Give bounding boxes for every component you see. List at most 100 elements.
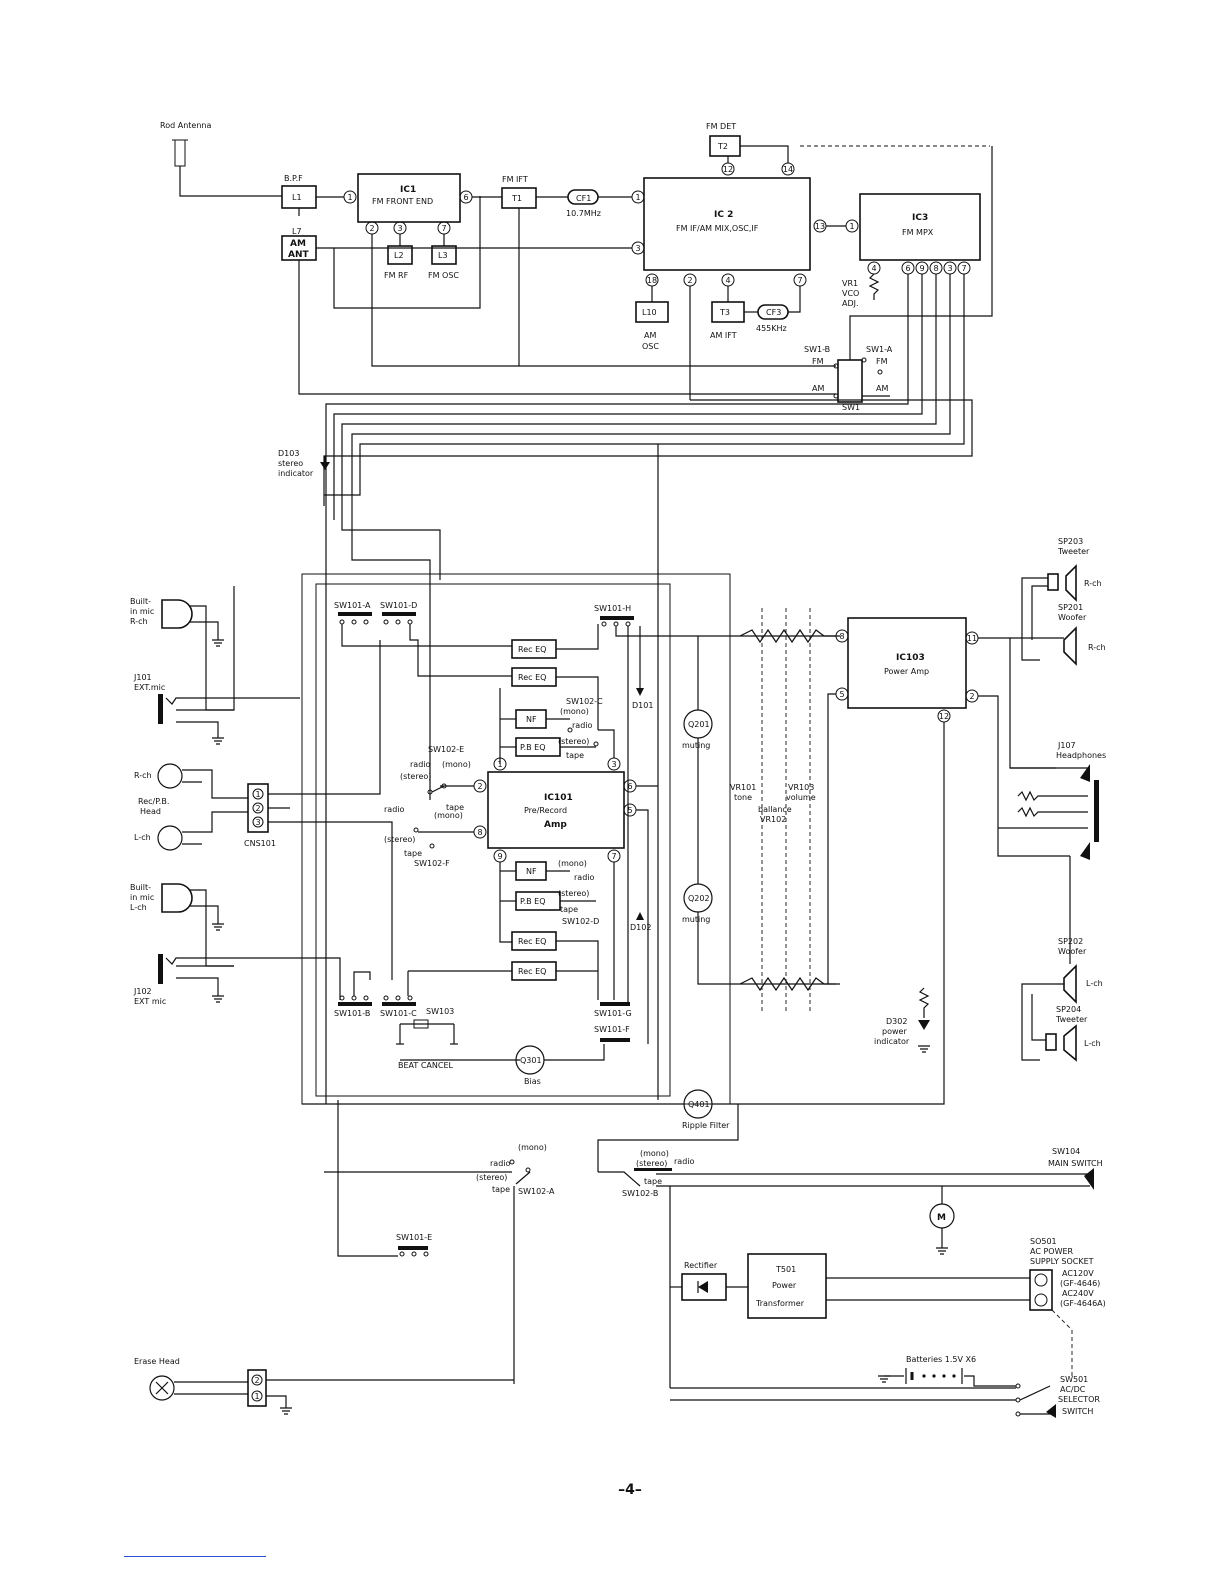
sw101-a-d: SW101-A SW101-D xyxy=(334,601,512,677)
sw1-label: SW1 xyxy=(842,403,860,412)
svg-text:3: 3 xyxy=(397,224,402,233)
sw101b-label: SW101-B xyxy=(334,1009,370,1018)
sw102d-label: SW102-D xyxy=(562,917,599,926)
radio-label-5: radio xyxy=(490,1159,510,1168)
motor: M xyxy=(929,1186,955,1248)
svg-text:14: 14 xyxy=(783,165,793,174)
ripple-filter-label: Ripple Filter xyxy=(682,1121,730,1130)
ic101: IC101 Pre/Record Amp 1 3 2 8 6 5 9 7 xyxy=(440,729,658,1044)
svg-text:8: 8 xyxy=(933,264,938,273)
mic-r-label-1: Built- xyxy=(130,597,151,606)
cf3-label: CF3 xyxy=(766,308,781,317)
svg-text:11: 11 xyxy=(967,634,977,643)
mic-r-label-2: in mic xyxy=(130,607,154,616)
t501-label-1: T501 xyxy=(775,1265,796,1274)
rec-eq-label-3: Rec EQ xyxy=(518,937,546,946)
fm-ift-t1: FM IFT T1 CF1 10.7MHz 1 xyxy=(472,175,645,366)
stereo-label-1: (stereo) xyxy=(558,737,589,746)
j107-label-2: Headphones xyxy=(1056,751,1106,760)
batteries-label: Batteries 1.5V X6 xyxy=(906,1355,976,1364)
j102-label-2: EXT mic xyxy=(134,997,166,1006)
gf4646-label: (GF-4646) xyxy=(1060,1279,1100,1288)
sw102b-label: SW102-B xyxy=(622,1189,658,1198)
sw103-label: SW103 xyxy=(426,1007,454,1016)
beat-cancel-label: BEAT CANCEL xyxy=(398,1061,454,1070)
q401-ripple-filter: Q401 Ripple Filter xyxy=(302,1089,760,1172)
sw101f-label: SW101-F xyxy=(594,1025,630,1034)
rectifier-label: Rectifier xyxy=(684,1261,718,1270)
vr1-label-1: VR1 xyxy=(842,279,858,288)
rec-eq-bottom: Rec EQ Rec EQ xyxy=(408,862,615,1000)
svg-text:1: 1 xyxy=(497,760,502,769)
sw501-ac-dc-selector: SW501 AC/DC SELECTOR SWITCH xyxy=(670,1375,1100,1418)
mono-label-5: (mono) xyxy=(518,1143,547,1152)
am-osc-label-1: AM xyxy=(644,331,656,340)
sw102a-label: SW102-A xyxy=(518,1187,555,1196)
d103-stereo-indicator: D103 stereo indicator xyxy=(278,449,330,478)
r-ch-label: R-ch xyxy=(134,771,152,780)
d101-label: D101 xyxy=(632,701,653,710)
svg-text:2: 2 xyxy=(969,692,974,701)
j107-label-1: J107 xyxy=(1057,741,1076,750)
rec-eq-label-4: Rec EQ xyxy=(518,967,546,976)
r-ch-label-1: R-ch xyxy=(1084,579,1102,588)
svg-text:2: 2 xyxy=(255,804,260,813)
svg-text:7: 7 xyxy=(611,852,616,861)
sw102-a: (mono) radio (stereo) tape SW102-A xyxy=(324,1143,555,1384)
cf3-freq: 455KHz xyxy=(756,324,787,333)
sp202-label-2: Woofer xyxy=(1058,947,1087,956)
q401-label: Q401 xyxy=(688,1100,710,1109)
q201-label: Q201 xyxy=(688,720,710,729)
ic101-label-2: Pre/Record xyxy=(524,806,567,815)
ic1-label-2: FM FRONT END xyxy=(372,197,433,206)
j102-label-1: J102 xyxy=(133,987,152,996)
fm-osc-label: FM OSC xyxy=(428,271,459,280)
nf-label-1: NF xyxy=(526,715,537,724)
mic-l: Built- in mic L-ch xyxy=(130,883,234,967)
sw102f-label: SW102-F xyxy=(414,859,450,868)
mono-label-6: (mono) xyxy=(640,1149,669,1158)
sw102c-label: SW102-C xyxy=(566,697,603,706)
svg-text:6: 6 xyxy=(463,193,468,202)
svg-text:3: 3 xyxy=(635,244,640,253)
sw102-e-f: SW102-E radio (mono) (stereo) tape (mono… xyxy=(384,745,471,868)
l7-label: L7 xyxy=(292,227,302,236)
sw101-h: SW101-H D101 D102 xyxy=(594,604,840,1004)
rec-pb-label-1: Rec/P.B. xyxy=(138,797,169,806)
stereo-label-4: (stereo) xyxy=(558,889,589,898)
page-number: –4– xyxy=(618,1482,642,1498)
am-ift-label: AM IFT xyxy=(710,331,737,340)
d302-label-1: D302 xyxy=(886,1017,907,1026)
rec-eq-label-1: Rec EQ xyxy=(518,645,546,654)
ac120-label: AC120V xyxy=(1062,1269,1094,1278)
sw101c-label: SW101-C xyxy=(380,1009,417,1018)
sw101g-label: SW101-G xyxy=(594,1009,632,1018)
sp203-label-1: SP203 xyxy=(1058,537,1083,546)
radio-label-2: radio xyxy=(410,760,430,769)
svg-text:6: 6 xyxy=(627,782,632,791)
mono-label-4: (mono) xyxy=(558,859,587,868)
sw1: SW1-B SW1-A FM FM AM AM SW1 xyxy=(804,345,893,412)
d302-power-indicator: D302 power indicator xyxy=(874,987,930,1046)
ic1-label-1: IC1 xyxy=(400,185,416,195)
svg-text:1: 1 xyxy=(255,790,260,799)
t1-label: T1 xyxy=(511,194,522,203)
sw501-label-3: SELECTOR xyxy=(1058,1395,1100,1404)
tuner-section: Rod Antenna B.P.F L1 L7 AM ANT IC1 FM FR xyxy=(160,121,993,1104)
svg-text:4: 4 xyxy=(725,276,730,285)
t501-label-3: Transformer xyxy=(755,1299,805,1308)
radio-label-3: radio xyxy=(384,805,404,814)
svg-text:7: 7 xyxy=(441,224,446,233)
stereo-label-6: (stereo) xyxy=(636,1159,667,1168)
cns101-label: CNS101 xyxy=(244,839,276,848)
ic103-power-amp: IC103 Power Amp 8 5 11 2 12 xyxy=(760,617,1070,1105)
fm-det-label: FM DET xyxy=(706,122,736,131)
q202-label: Q202 xyxy=(688,894,710,903)
svg-text:3: 3 xyxy=(947,264,952,273)
svg-text:2: 2 xyxy=(254,1376,259,1385)
so501-label-3: SUPPLY SOCKET xyxy=(1030,1257,1094,1266)
fm-rf-label: FM RF xyxy=(384,271,409,280)
ic3-label-1: IC3 xyxy=(912,213,928,223)
pbeq-label-1: P.B EQ xyxy=(520,743,546,752)
radio-label-6: radio xyxy=(674,1157,694,1166)
